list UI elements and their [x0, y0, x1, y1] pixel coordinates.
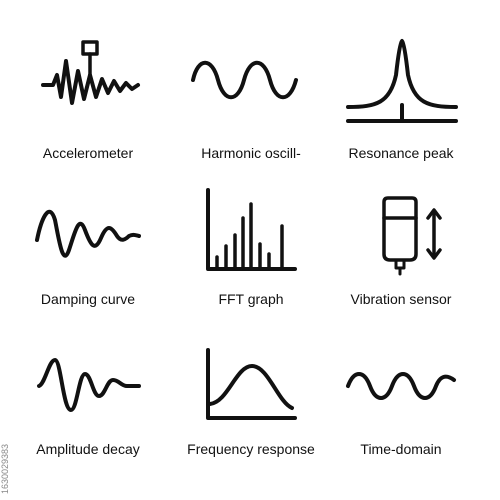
icon-tile-vibration-sensor: Vibration sensor: [318, 180, 484, 330]
icon-tile-damping-curve: Damping curve: [5, 180, 171, 330]
label-amplitude-decay: Amplitude decay: [36, 441, 140, 457]
damping-curve-icon: [35, 209, 141, 258]
icon-tile-frequency-response: Frequency response: [168, 330, 334, 480]
harmonic-oscillator-icon: [191, 60, 298, 100]
icon-tile-time-domain: Time-domain: [318, 330, 484, 480]
label-fft-graph: FFT graph: [218, 291, 284, 307]
label-resonance-peak: Resonance peak: [348, 145, 454, 161]
accelerometer-icon: [41, 40, 140, 105]
label-time-domain: Time-domain: [360, 441, 442, 457]
vibration-sensor-icon: [382, 196, 442, 276]
time-domain-icon: [346, 372, 456, 400]
label-harmonic-oscillator: Harmonic oscill-: [201, 145, 301, 161]
label-frequency-response: Frequency response: [187, 441, 315, 457]
frequency-response-icon: [206, 348, 297, 420]
icon-tile-harmonic-oscillator: Harmonic oscill-: [168, 25, 334, 175]
label-accelerometer: Accelerometer: [42, 145, 134, 161]
label-damping-curve: Damping curve: [40, 291, 136, 307]
icon-tile-amplitude-decay: Amplitude decay: [5, 330, 171, 480]
stock-id-watermark: 1630029383: [0, 443, 10, 494]
resonance-peak-icon: [346, 39, 458, 123]
amplitude-decay-icon: [37, 358, 141, 412]
label-vibration-sensor: Vibration sensor: [350, 291, 452, 307]
icon-tile-resonance-peak: Resonance peak: [318, 25, 484, 175]
fft-graph-icon: [206, 188, 297, 271]
icon-tile-accelerometer: Accelerometer: [5, 25, 171, 175]
icon-tile-fft-graph: FFT graph: [168, 180, 334, 330]
